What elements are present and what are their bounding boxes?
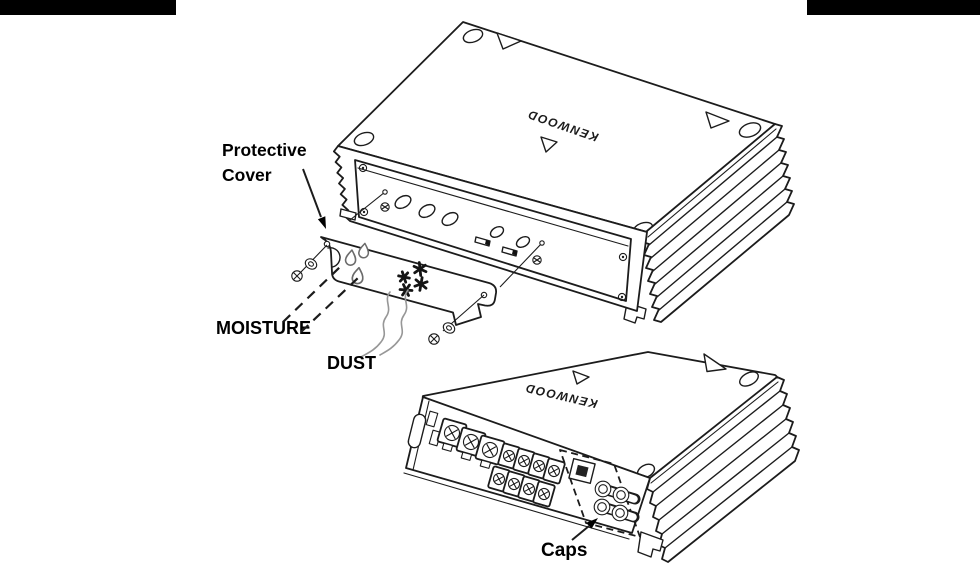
terminal-detail [425, 410, 439, 428]
caps-arrow [571, 518, 598, 541]
speaker-terminals [487, 442, 566, 508]
gain-control-holes [394, 194, 459, 227]
panel-screw-icon [380, 202, 390, 212]
top-face-tab-right [705, 111, 730, 129]
top-face-tab [703, 353, 727, 373]
cover-screw-hole-left [382, 189, 388, 195]
rca-jacks [593, 480, 641, 523]
moisture-label: MOISTURE [216, 318, 311, 338]
dust-trails [360, 289, 409, 358]
protective-cover-plate [291, 236, 498, 358]
moisture-dashed-arrows [282, 266, 359, 333]
cover-notch-arc [327, 247, 341, 268]
control-panel [349, 159, 632, 302]
cover-hook-tab [339, 208, 357, 221]
warning-triangle-icon [540, 136, 558, 153]
caps-callout-box [559, 449, 641, 538]
protective-cover-label-line1: Protective [222, 140, 307, 160]
warning-triangle-icon [572, 370, 590, 385]
redaction-bar-left [0, 0, 176, 15]
screw-icon [428, 322, 456, 345]
redaction-bar-right [807, 0, 980, 15]
callout-labels: Protective Cover MOISTURE DUST Caps [216, 140, 598, 561]
top-face-tab-left [496, 32, 522, 50]
switch-slots [474, 225, 531, 257]
input-connector [568, 457, 596, 485]
panel-screw-icon [532, 255, 542, 265]
moisture-droplet-icon [344, 242, 370, 285]
chassis-foot [637, 531, 664, 558]
cover-outline [320, 236, 498, 326]
cover-hole-left [323, 240, 331, 248]
dust-label: DUST [327, 353, 376, 373]
top-face-screw-hole [739, 371, 759, 387]
heatsink-fins [646, 376, 800, 563]
caps-label: Caps [541, 540, 587, 561]
bottom-amplifier-illustration: KENWOOD [403, 351, 800, 563]
top-amplifier-illustration: KENWOOD [333, 21, 795, 324]
fuse-holder [407, 413, 427, 449]
power-terminals [436, 417, 506, 469]
cover-screw-hole-right [539, 240, 545, 246]
protective-cover-label-line2: Cover [222, 165, 272, 185]
heatsink-fins [641, 123, 795, 323]
dust-flake-icon [397, 261, 429, 297]
protective-cover-arrow [302, 168, 326, 229]
screw-icon [291, 258, 318, 282]
